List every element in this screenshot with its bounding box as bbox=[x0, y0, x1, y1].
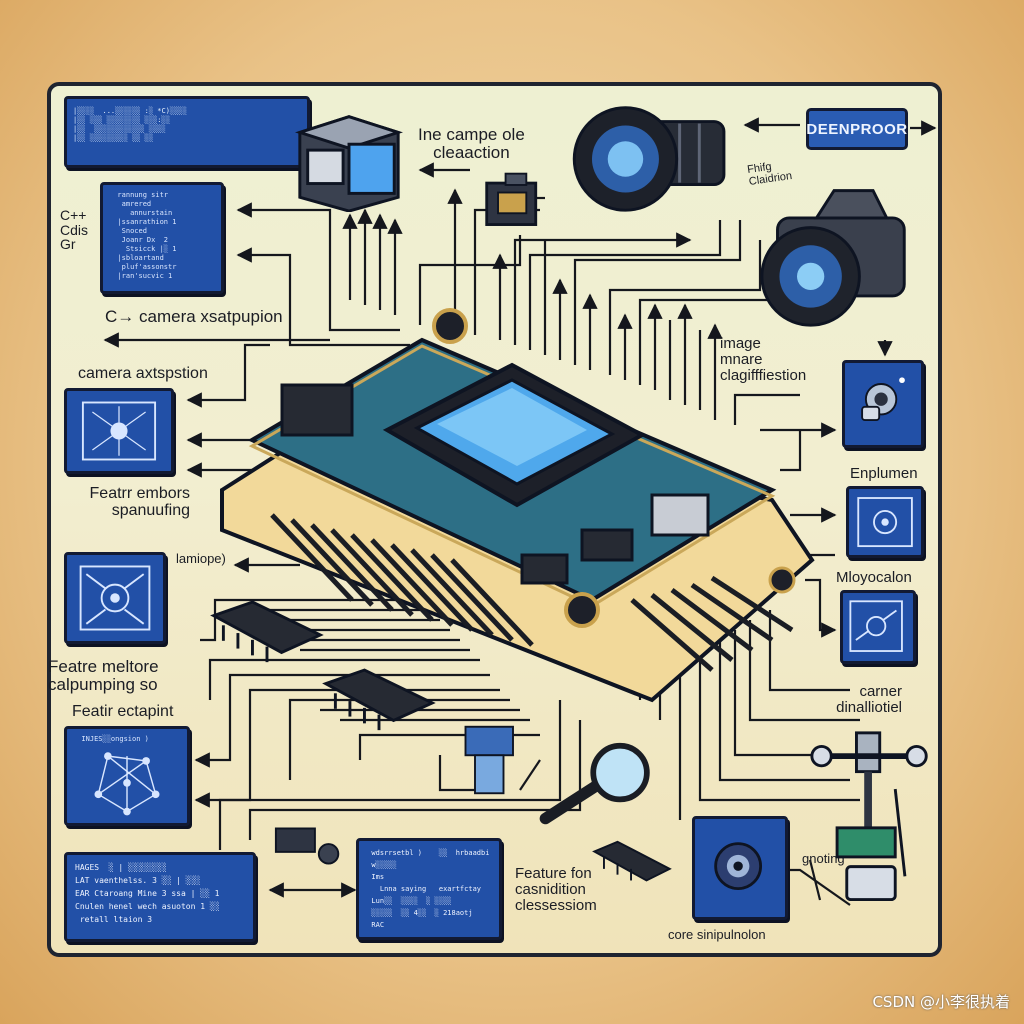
panel-webcam bbox=[842, 360, 924, 448]
flower-pattern-icon bbox=[857, 497, 913, 548]
code-lines: |░░░░ ...░░░░░░ :░ *C)░░░░ |░░ ░░░ ░░░░░… bbox=[73, 107, 187, 142]
processor-board bbox=[220, 308, 815, 703]
label-top-center: Ine campe ole cleaaction bbox=[418, 125, 525, 162]
connector-icon bbox=[274, 827, 340, 865]
webcam-icon bbox=[861, 377, 905, 422]
panel-network-graph: INJES░░ongsion ) bbox=[64, 726, 190, 826]
label-image-mnare: image mnare clagifffiestion bbox=[720, 335, 807, 384]
panel-neural-pattern bbox=[64, 388, 174, 474]
camera-lens-icon bbox=[572, 106, 726, 212]
abstract-diagram-icon bbox=[79, 565, 151, 631]
network-graph-icon bbox=[94, 752, 160, 816]
small-chip-icon bbox=[592, 840, 672, 882]
code-lines: wdsrrsetbl ) ░░ hrbaadbi w░░░░░ Ims Lnna… bbox=[371, 849, 490, 929]
code-panel-top-left: |░░░░ ...░░░░░░ :░ *C)░░░░ |░░ ░░░ ░░░░░… bbox=[64, 96, 310, 168]
robot-figure-icon bbox=[464, 725, 514, 795]
code-panel-bottom-center: wdsrrsetbl ) ░░ hrbaadbi w░░░░░ Ims Lnna… bbox=[356, 838, 502, 940]
label-camera-axtspstion: camera axtspstion bbox=[78, 365, 208, 382]
magnifier-icon bbox=[539, 742, 650, 825]
eye-icon bbox=[714, 842, 763, 891]
panel-flower-pattern bbox=[846, 486, 924, 558]
code-lines: rannung sitr amrered annurstain |ssanrat… bbox=[117, 191, 177, 280]
label-camera-xsatpupion: C→ camera xsatpupion bbox=[105, 307, 283, 326]
panel-abstract-diagram bbox=[64, 552, 166, 644]
map-pattern-icon bbox=[849, 600, 903, 652]
neural-pattern-icon bbox=[81, 401, 157, 461]
camera-module-icon bbox=[294, 115, 404, 212]
label-feature-meltore: Featre meltore calpumping so bbox=[48, 657, 159, 694]
robot-arm-icon bbox=[810, 731, 928, 902]
label-feature-ectapint: Featir ectapint bbox=[72, 703, 174, 720]
code-panel-bottom-left: HAGES ░ | ░░░░░░░░ LAT vaenthelss. 3 ░░ … bbox=[64, 852, 256, 942]
dslr-camera-icon bbox=[760, 189, 906, 327]
label-iamiope: lamiope) bbox=[176, 551, 226, 566]
label-feature-fon: Feature fon casnidition clessessiom bbox=[515, 865, 597, 914]
label-enplumen: Enplumen bbox=[850, 465, 918, 482]
panel-eye bbox=[692, 816, 788, 920]
deenproor-badge: DEENPROOR bbox=[806, 108, 908, 150]
label-carner: carner dinalliotiel bbox=[836, 683, 902, 716]
label-feature-embors: Featrr embors spanuufing bbox=[89, 485, 190, 519]
panel-caption: INJES░░ongsion ) bbox=[73, 735, 149, 743]
side-language-labels: C++ Cdis Gr bbox=[60, 207, 89, 253]
panel-map-pattern bbox=[840, 590, 916, 664]
code-panel-left: rannung sitr amrered annurstain |ssanrat… bbox=[100, 182, 224, 294]
label-mloyocalon: Mloyocalon bbox=[836, 569, 912, 586]
label-gnoting: gnoting bbox=[802, 851, 845, 866]
code-lines: HAGES ░ | ░░░░░░░░ LAT vaenthelss. 3 ░░ … bbox=[75, 863, 220, 924]
chip-left-upper-icon bbox=[210, 600, 324, 663]
chip-left-lower-icon bbox=[322, 668, 436, 731]
watermark: CSDN @小李很执着 bbox=[872, 993, 1010, 1011]
small-camera-icon bbox=[485, 172, 538, 226]
label-core: core sinipulnolon bbox=[668, 927, 766, 942]
